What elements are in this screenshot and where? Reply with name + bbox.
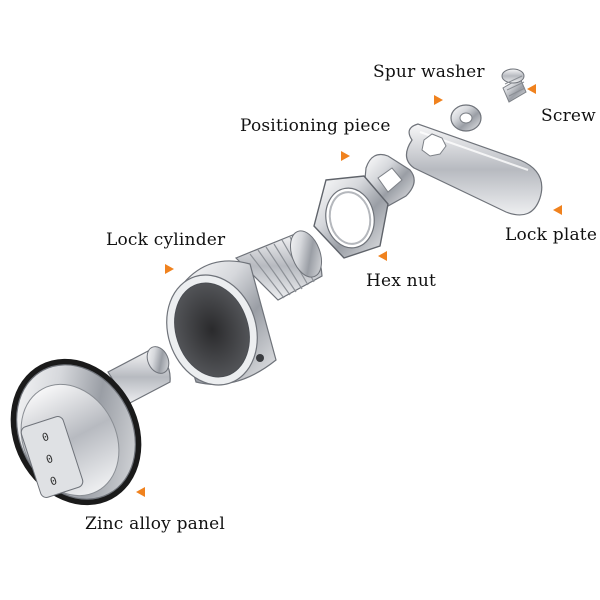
label-screw: Screw xyxy=(541,106,596,126)
pointer-arrow-icon xyxy=(165,264,174,274)
hex-nut-part xyxy=(313,175,389,259)
label-hex-nut: Hex nut xyxy=(366,271,437,291)
dial-2-digit[interactable]: 0 xyxy=(44,452,54,466)
label-lock-cylinder: Lock cylinder xyxy=(106,230,226,250)
dial-3-digit[interactable]: 0 xyxy=(48,474,58,488)
zinc-alloy-panel-part xyxy=(10,346,171,506)
pointer-arrow-icon xyxy=(434,95,443,105)
pointer-arrow-icon xyxy=(136,487,145,497)
combination-dials: 0 0 0 xyxy=(40,430,58,488)
lock-plate-part xyxy=(405,123,543,216)
dial-1-digit[interactable]: 0 xyxy=(40,430,50,444)
label-zinc-alloy-panel: Zinc alloy panel xyxy=(85,514,226,534)
pointer-arrow-icon xyxy=(527,84,536,94)
label-positioning-piece: Positioning piece xyxy=(240,116,391,136)
screw-part xyxy=(501,68,527,103)
pointer-arrow-icon xyxy=(341,151,350,161)
spur-washer-part xyxy=(450,104,482,132)
label-lock-plate: Lock plate xyxy=(505,225,598,245)
pointer-arrow-icon xyxy=(553,205,562,215)
lock-cylinder-part xyxy=(166,230,323,386)
pointer-arrow-icon xyxy=(378,251,387,261)
label-spur-washer: Spur washer xyxy=(373,62,485,82)
